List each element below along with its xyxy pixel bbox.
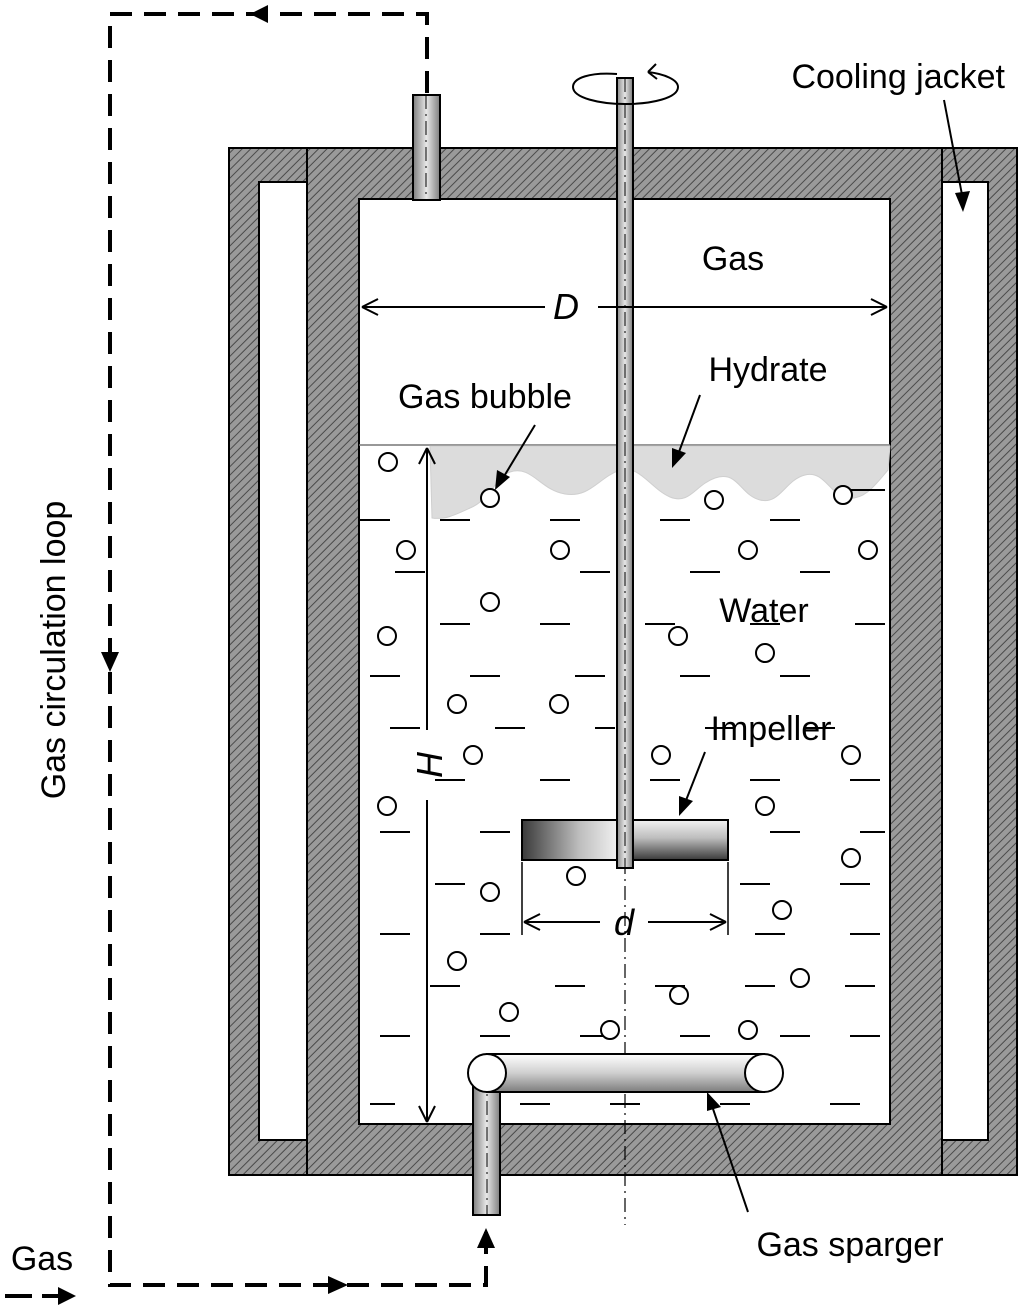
gas-bubble xyxy=(480,592,500,612)
gas-bubble xyxy=(738,1020,758,1040)
leader-arrowheads xyxy=(495,191,970,1111)
gas-bubble xyxy=(790,968,810,988)
gas-bubble xyxy=(858,540,878,560)
impeller-leader xyxy=(682,751,706,809)
gas-sparger-leader xyxy=(709,1099,749,1213)
gas-bubble xyxy=(738,540,758,560)
gas-sparger xyxy=(467,1053,784,1216)
water-dashes xyxy=(360,489,885,1105)
gas-outlet-pipe xyxy=(412,94,441,201)
gas-bubble xyxy=(377,626,397,646)
water-label: Water xyxy=(719,592,808,630)
cooling-jacket-leader xyxy=(943,99,964,201)
gas-bubble xyxy=(755,796,775,816)
gas-bubble xyxy=(669,985,689,1005)
height-dimension xyxy=(418,447,436,1123)
gas-headspace-label: Gas xyxy=(702,240,764,278)
gas-bubble xyxy=(704,490,724,510)
loop-arrows xyxy=(101,5,495,1294)
loop-arrow-up-icon xyxy=(477,1228,495,1248)
gas-circulation-loop-line xyxy=(108,12,488,1287)
diameter-label: D xyxy=(553,286,579,327)
gas-bubbles xyxy=(377,452,878,1040)
impeller-diameter-dimension xyxy=(521,862,729,935)
gas-inlet-label: Gas xyxy=(11,1240,73,1278)
loop-arrow-right-icon xyxy=(328,1276,348,1294)
gas-bubble xyxy=(772,900,792,920)
gas-sparger-label: Gas sparger xyxy=(756,1226,943,1264)
gas-bubble xyxy=(549,694,569,714)
gas-circulation-loop-label: Gas circulation loop xyxy=(35,501,73,800)
gas-bubble xyxy=(377,796,397,816)
gas-bubble xyxy=(841,745,861,765)
gas-bubble-label: Gas bubble xyxy=(398,378,572,416)
gas-bubble xyxy=(447,951,467,971)
cooling-jacket-label: Cooling jacket xyxy=(791,58,1005,96)
diameter-dimension xyxy=(361,298,888,316)
loop-arrow-left-icon xyxy=(250,5,268,23)
hydrate-leader xyxy=(675,394,701,461)
leader-lines xyxy=(499,99,964,1213)
gas-bubble xyxy=(755,643,775,663)
impeller-diameter-label: d xyxy=(614,902,635,943)
gas-inlet-arrow xyxy=(5,1287,76,1305)
hydrate-label: Hydrate xyxy=(708,351,827,389)
gas-bubble xyxy=(447,694,467,714)
gas-bubble xyxy=(378,452,398,472)
gas-bubble xyxy=(396,540,416,560)
impeller xyxy=(521,819,729,861)
gas-bubble xyxy=(499,1002,519,1022)
gas-bubble xyxy=(651,745,671,765)
loop-arrow-down-icon xyxy=(101,652,119,672)
gas-bubble xyxy=(841,848,861,868)
gas-bubble xyxy=(833,485,853,505)
gas-bubble xyxy=(600,1020,620,1040)
rotation-arrow-icon xyxy=(571,63,680,106)
gas-bubble xyxy=(463,745,483,765)
gas-bubble xyxy=(668,626,688,646)
gas-bubble-leader xyxy=(499,424,536,484)
impeller-label: Impeller xyxy=(711,710,832,748)
gas-bubble xyxy=(566,866,586,886)
jacket-channel-left xyxy=(258,181,308,1141)
gas-bubble xyxy=(480,882,500,902)
gas-bubble xyxy=(550,540,570,560)
jacket-channel-right xyxy=(941,181,989,1141)
height-label: H xyxy=(409,751,450,778)
gas-bubble xyxy=(480,488,500,508)
